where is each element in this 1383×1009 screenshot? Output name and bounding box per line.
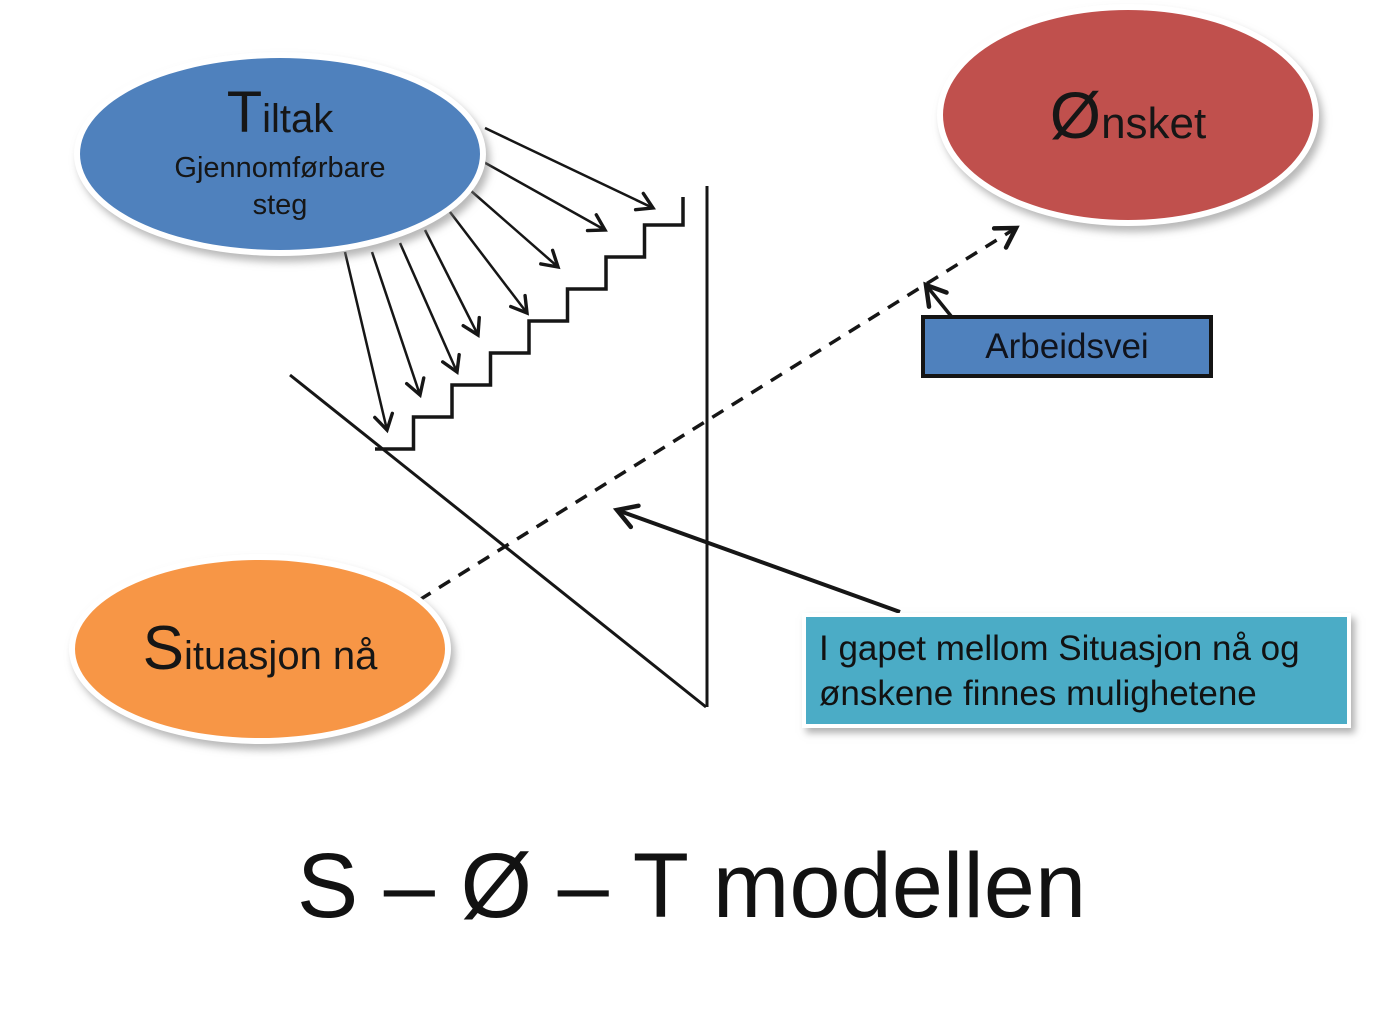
gap-pointer-arrow	[612, 503, 901, 614]
gap-note-line2: ønskene finnes mulighetene	[819, 673, 1257, 713]
staircase-path	[375, 197, 685, 451]
step-arrow-1	[343, 251, 395, 434]
tiltak-rest: iltak	[262, 97, 334, 141]
gap-left-line	[289, 373, 707, 709]
step-arrow-6	[469, 189, 561, 270]
step-arrow-5	[449, 211, 530, 316]
arbeidsvei-pointer-arrow	[923, 281, 953, 318]
gap-note-line1: I gapet mellom Situasjon nå og	[819, 628, 1300, 668]
situasjon-initial: S	[142, 614, 184, 683]
step-arrow-4	[423, 229, 481, 338]
step-arrow-8	[484, 126, 656, 212]
arbeidsvei-label-box: Arbeidsvei	[921, 315, 1213, 378]
onsket-initial: Ø	[1049, 78, 1102, 152]
step-arrow-3	[398, 242, 461, 376]
tiltak-initial: T	[226, 80, 263, 145]
onsket-rest: nsket	[1101, 99, 1207, 148]
tiltak-subtitle-line1: Gjennomførbare	[174, 152, 386, 184]
situasjon-rest: ituasjon nå	[183, 634, 378, 678]
step-arrow-2	[370, 251, 426, 399]
step-arrows	[343, 126, 656, 434]
arbeidsvei-label: Arbeidsvei	[985, 326, 1149, 366]
gap-note-box: I gapet mellom Situasjon nå og ønskene f…	[802, 613, 1351, 728]
tiltak-subtitle-line2: steg	[252, 189, 308, 221]
slide-title: S – Ø – T modellen	[296, 835, 1087, 937]
step-arrow-7	[479, 158, 608, 233]
work-path-dashed-arrow	[399, 225, 1020, 614]
